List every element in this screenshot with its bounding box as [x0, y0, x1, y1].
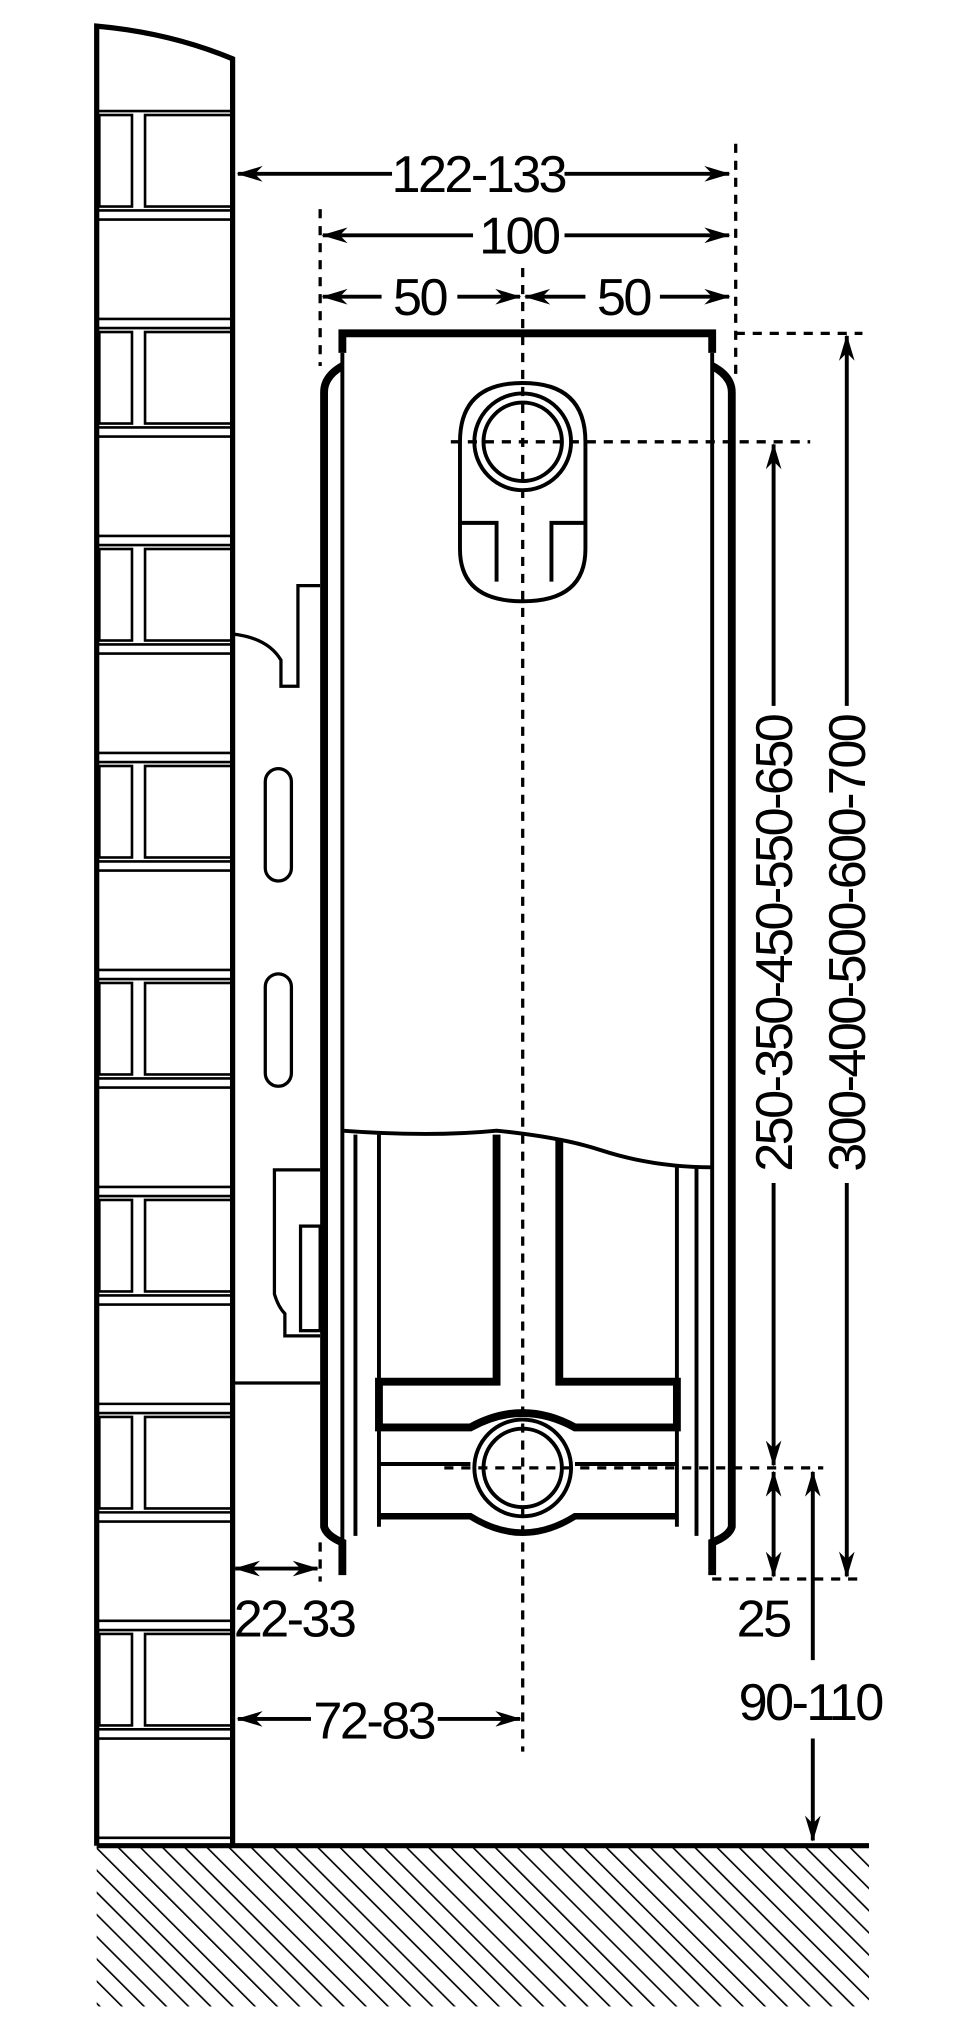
dim-pipe-center-heights: 250-350-450-550-650 — [746, 714, 804, 1172]
dim-100: 100 — [479, 208, 560, 266]
brick — [143, 1415, 234, 1510]
brick — [143, 113, 234, 208]
wall-bracket — [232, 583, 322, 1385]
brick — [98, 547, 134, 642]
dim-72-83: 72-83 — [313, 1692, 434, 1750]
bricks — [96, 109, 234, 1840]
dim-50-left: 50 — [393, 269, 447, 327]
brick — [98, 981, 134, 1076]
brick — [98, 113, 134, 208]
dim-22-33: 22-33 — [234, 1591, 355, 1649]
dim-overall-heights: 300-400-500-600-700 — [819, 714, 877, 1172]
brick — [143, 330, 234, 425]
brick — [98, 330, 134, 425]
reference-lines — [318, 143, 863, 1752]
brick — [98, 764, 134, 859]
brick — [143, 764, 234, 859]
brick — [143, 1198, 234, 1293]
radiator-section — [320, 329, 736, 1576]
floor — [96, 1843, 869, 2007]
dimension-arrows — [233, 166, 855, 1842]
brick — [98, 1198, 134, 1293]
brick — [143, 547, 234, 642]
dim-50-right: 50 — [597, 269, 651, 327]
dim-90-110: 90-110 — [739, 1674, 884, 1732]
brick — [98, 1632, 134, 1727]
dim-25: 25 — [737, 1591, 790, 1649]
brick — [143, 1632, 234, 1727]
brick — [98, 1415, 134, 1510]
bottom-pipe-connection — [472, 1417, 574, 1519]
brick-wall — [94, 23, 236, 1846]
dim-122-133: 122-133 — [392, 146, 566, 204]
brick — [143, 981, 234, 1076]
